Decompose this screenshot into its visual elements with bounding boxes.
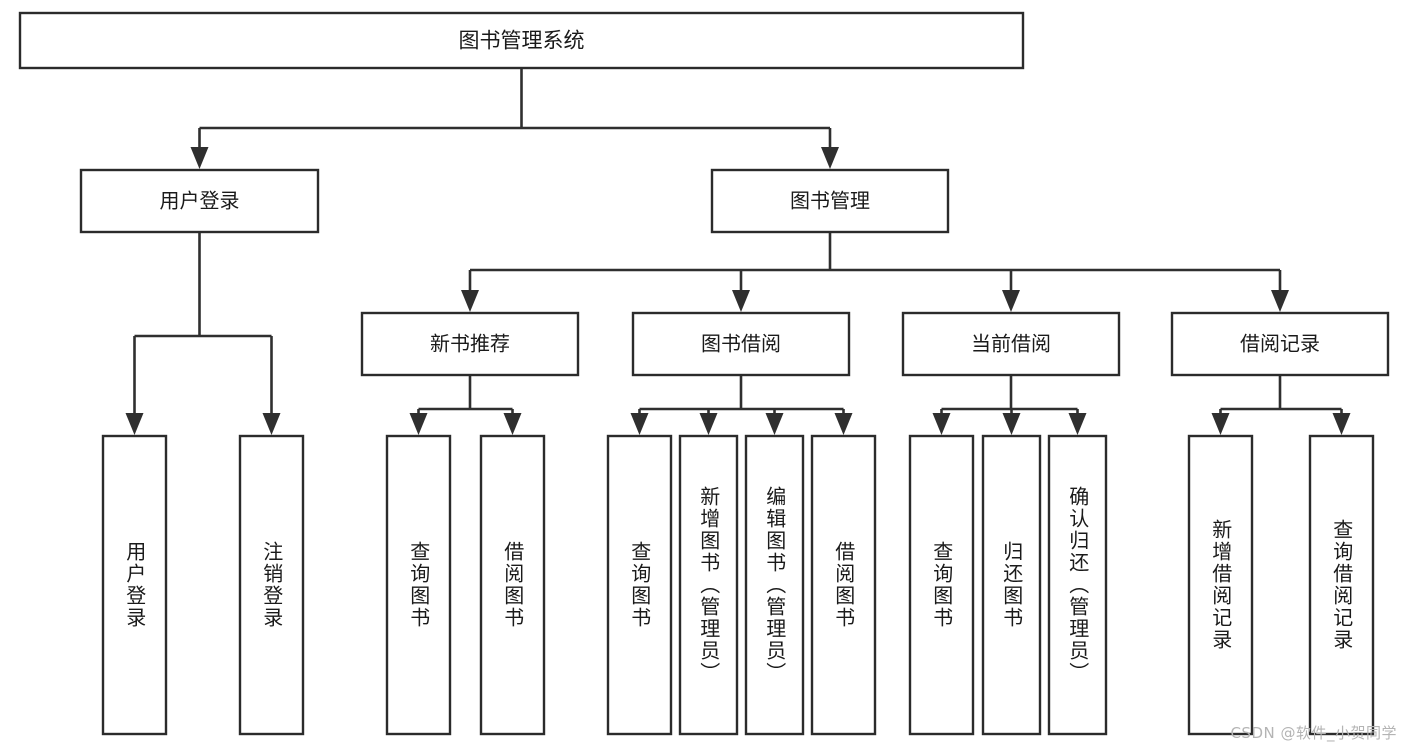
leaf-node-10-box[interactable]: [1047, 434, 1108, 736]
level3-node-3-label: 借阅记录: [1240, 332, 1320, 356]
new-book-edge-0-arrow-icon: [409, 413, 428, 435]
book-mgmt-edge-3-arrow-icon: [1271, 290, 1289, 312]
level2-node-0-box[interactable]: [79, 168, 320, 234]
new-book-edge-1-arrow-icon: [503, 413, 522, 435]
leaf-node-2-box[interactable]: [385, 434, 452, 736]
user-login-edge-1-arrow-icon: [262, 413, 281, 435]
root-node-label: 图书管理系统: [459, 29, 585, 53]
root-edge-1-arrow-icon: [821, 147, 839, 169]
leaf-node-8-box[interactable]: [908, 434, 975, 736]
borrow-record-edge-1-arrow-icon: [1332, 413, 1351, 435]
root-edge-0-arrow-icon: [190, 147, 209, 169]
borrow-record-edge-0-arrow-icon: [1211, 413, 1230, 435]
leaf-node-12-box[interactable]: [1308, 434, 1375, 736]
leaf-node-0-box[interactable]: [101, 434, 168, 736]
level2-node-1-label: 图书管理: [790, 189, 870, 213]
book-mgmt-edge-1-arrow-icon: [732, 290, 750, 312]
level3-node-2-label: 当前借阅: [971, 332, 1051, 356]
level3-node-1-label: 图书借阅: [701, 332, 781, 356]
leaf-node-7-box[interactable]: [810, 434, 877, 736]
csdn-watermark: CSDN @软件_小贺同学: [1230, 724, 1397, 742]
leaf-node-3-box[interactable]: [479, 434, 546, 736]
leaf-node-6-box[interactable]: [744, 434, 805, 736]
leaf-node-4-box[interactable]: [606, 434, 673, 736]
node-box-layer: [18, 11, 1390, 736]
leaf-node-11-box[interactable]: [1187, 434, 1254, 736]
borrow-book-edge-0-arrow-icon: [630, 413, 649, 435]
current-borrow-edge-0-arrow-icon: [932, 413, 951, 435]
level2-node-1-box[interactable]: [710, 168, 950, 234]
user-login-edge-0-arrow-icon: [125, 413, 144, 435]
leaf-node-1-box[interactable]: [238, 434, 305, 736]
level3-node-0-label: 新书推荐: [430, 332, 510, 356]
book-mgmt-edge-0-arrow-icon: [461, 290, 479, 312]
borrow-book-edge-2-arrow-icon: [765, 413, 784, 435]
borrow-book-edge-3-arrow-icon: [834, 413, 853, 435]
level3-node-3-box[interactable]: [1170, 311, 1390, 377]
borrow-book-edge-1-arrow-icon: [699, 413, 718, 435]
level3-node-0-box[interactable]: [360, 311, 580, 377]
level3-node-2-box[interactable]: [901, 311, 1121, 377]
current-borrow-edge-2-arrow-icon: [1068, 413, 1087, 435]
level2-node-0-label: 用户登录: [160, 189, 240, 213]
leaf-node-9-box[interactable]: [981, 434, 1042, 736]
connector-layer: [125, 68, 1351, 435]
root-node-box[interactable]: [18, 11, 1025, 70]
current-borrow-edge-1-arrow-icon: [1002, 413, 1021, 435]
book-mgmt-edge-2-arrow-icon: [1002, 290, 1020, 312]
leaf-node-5-box[interactable]: [678, 434, 739, 736]
level3-node-1-box[interactable]: [631, 311, 851, 377]
